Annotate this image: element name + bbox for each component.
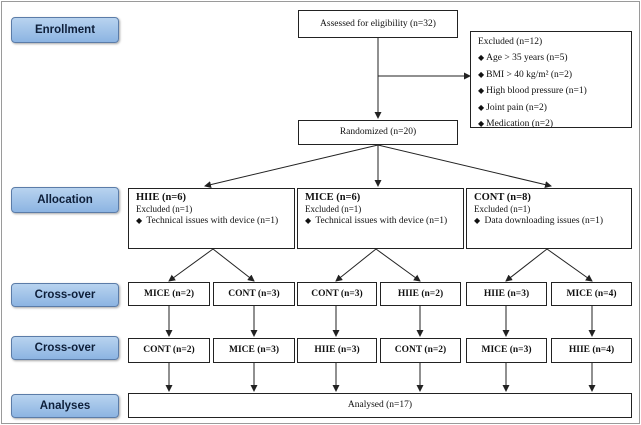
arm-cont: CONT (n=8) Excluded (n=1) ◆ Data downloa… [466, 188, 632, 249]
excluded-item: ◆Joint pain (n=2) [478, 102, 547, 113]
arrow-rand-cont [377, 144, 552, 189]
arm-reason: ◆ Technical issues with device (n=1) [136, 216, 279, 226]
arrow-rand-hiie [204, 144, 379, 189]
crossover1-box: MICE (n=2) [128, 282, 210, 306]
stage-enrollment: Enrollment [11, 17, 119, 43]
bullet-icon: ◆ [478, 69, 485, 79]
bullet-icon: ◆ [305, 216, 312, 225]
arm-hiie: HIIE (n=6) Excluded (n=1) ◆ Technical is… [128, 188, 295, 249]
bullet-icon: ◆ [478, 53, 485, 63]
arm-mice: MICE (n=6) Excluded (n=1) ◆ Technical is… [297, 188, 464, 249]
arrow-mice-c1a [335, 248, 377, 282]
crossover2-box: MICE (n=3) [213, 338, 295, 363]
crossover2-box: MICE (n=3) [466, 338, 547, 363]
analysed-box: Analysed (n=17) [128, 393, 632, 418]
arm-reason: ◆ Data downloading issues (n=1) [474, 216, 604, 226]
stage-analyses: Analyses [11, 394, 119, 418]
bullet-icon: ◆ [474, 216, 481, 225]
assessed-box: Assessed for eligibility (n=32) [298, 10, 458, 38]
excluded-box: Excluded (n=12) ◆Age > 35 years (n=5) ◆B… [470, 31, 632, 129]
excluded-item: ◆BMI > 40 kg/m² (n=2) [478, 69, 573, 80]
arm-title: HIIE (n=6) [136, 192, 187, 203]
arm-title: MICE (n=6) [305, 192, 361, 203]
excluded-item: ◆Age > 35 years (n=5) [478, 53, 568, 64]
crossover1-box: CONT (n=3) [213, 282, 295, 306]
stage-allocation: Allocation [11, 187, 119, 213]
bullet-icon: ◆ [478, 102, 485, 112]
arrow-hiie-c1a [168, 248, 214, 282]
crossover1-box: HIIE (n=3) [466, 282, 547, 306]
crossover2-box: HIIE (n=3) [297, 338, 377, 363]
arm-excluded: Excluded (n=1) [305, 204, 362, 214]
arm-excluded: Excluded (n=1) [474, 204, 531, 214]
excluded-item: ◆High blood pressure (n=1) [478, 86, 587, 97]
arm-title: CONT (n=8) [474, 192, 531, 203]
crossover2-box: CONT (n=2) [380, 338, 461, 363]
excluded-title: Excluded (n=12) [478, 37, 543, 47]
crossover1-box: CONT (n=3) [297, 282, 377, 306]
randomized-box: Randomized (n=20) [298, 120, 458, 145]
arrow-cont-c1b [546, 248, 593, 282]
arrow-cont-c1a [505, 248, 548, 282]
bullet-icon: ◆ [136, 216, 143, 225]
bullet-icon: ◆ [478, 86, 485, 96]
arrow-hiie-c1b [212, 248, 255, 282]
arm-reason: ◆ Technical issues with device (n=1) [305, 216, 448, 226]
stage-crossover-2: Cross-over [11, 336, 119, 360]
stage-crossover-1: Cross-over [11, 283, 119, 307]
crossover1-box: HIIE (n=2) [380, 282, 461, 306]
arm-excluded: Excluded (n=1) [136, 204, 193, 214]
excluded-item: ◆Medication (n=2) [478, 119, 553, 130]
bullet-icon: ◆ [478, 119, 485, 129]
crossover2-box: HIIE (n=4) [551, 338, 632, 363]
crossover1-box: MICE (n=4) [551, 282, 632, 306]
arrow-mice-c1b [375, 248, 421, 282]
crossover2-box: CONT (n=2) [128, 338, 210, 363]
